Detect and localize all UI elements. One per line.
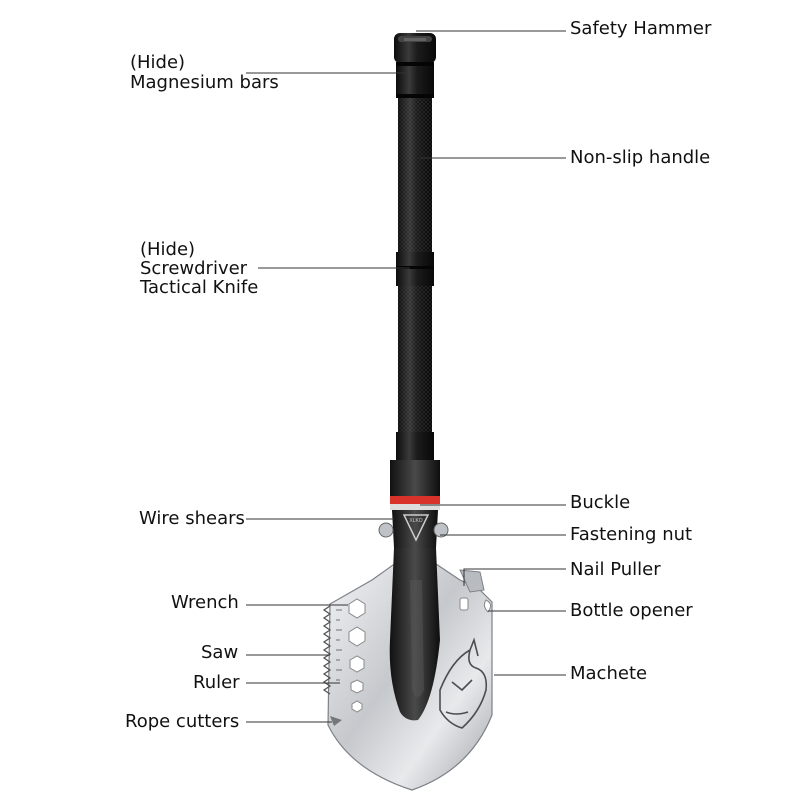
- label-buckle: Buckle: [570, 492, 631, 513]
- label-non-slip-handle: Non-slip handle: [570, 147, 711, 168]
- label-wire-shears: Wire shears: [139, 508, 245, 529]
- buckle-silver: [390, 504, 440, 510]
- magnesium-bar-section: [396, 62, 434, 98]
- label-machete: Machete: [570, 663, 648, 684]
- label-screwdriver: Screwdriver: [140, 258, 248, 279]
- svg-text:XLKO: XLKO: [409, 518, 422, 524]
- label-ruler: Ruler: [193, 672, 240, 693]
- buckle-ring: [390, 496, 440, 504]
- non-slip-handle-lower: [398, 286, 432, 432]
- label-magnesium-bars: Magnesium bars: [130, 72, 279, 93]
- safety-hammer-cap: [394, 33, 436, 63]
- fastening-nut-right: [433, 522, 449, 538]
- handle-socket: [390, 460, 440, 498]
- label-rope-cutters: Rope cutters: [125, 711, 240, 732]
- label-nail-puller: Nail Puller: [570, 559, 661, 580]
- label-magnesium-hide: (Hide): [130, 52, 186, 73]
- fastening-nut-left: [378, 522, 394, 538]
- label-wrench: Wrench: [171, 592, 239, 613]
- leader-lines: [246, 30, 566, 723]
- wolf-emblem: [439, 637, 488, 729]
- screwdriver-joint: [396, 252, 434, 286]
- label-tactical-knife: Tactical Knife: [140, 277, 259, 298]
- label-screwdriver-hide: (Hide): [140, 239, 196, 260]
- label-fastening-nut: Fastening nut: [570, 524, 693, 545]
- non-slip-handle-upper: [398, 98, 432, 252]
- handle-collar: [396, 432, 434, 460]
- label-saw: Saw: [201, 642, 239, 663]
- label-bottle-opener: Bottle opener: [570, 600, 693, 621]
- head-bracket: XLKO: [392, 510, 438, 548]
- label-safety-hammer: Safety Hammer: [570, 18, 712, 39]
- shovel-blade: [322, 548, 493, 791]
